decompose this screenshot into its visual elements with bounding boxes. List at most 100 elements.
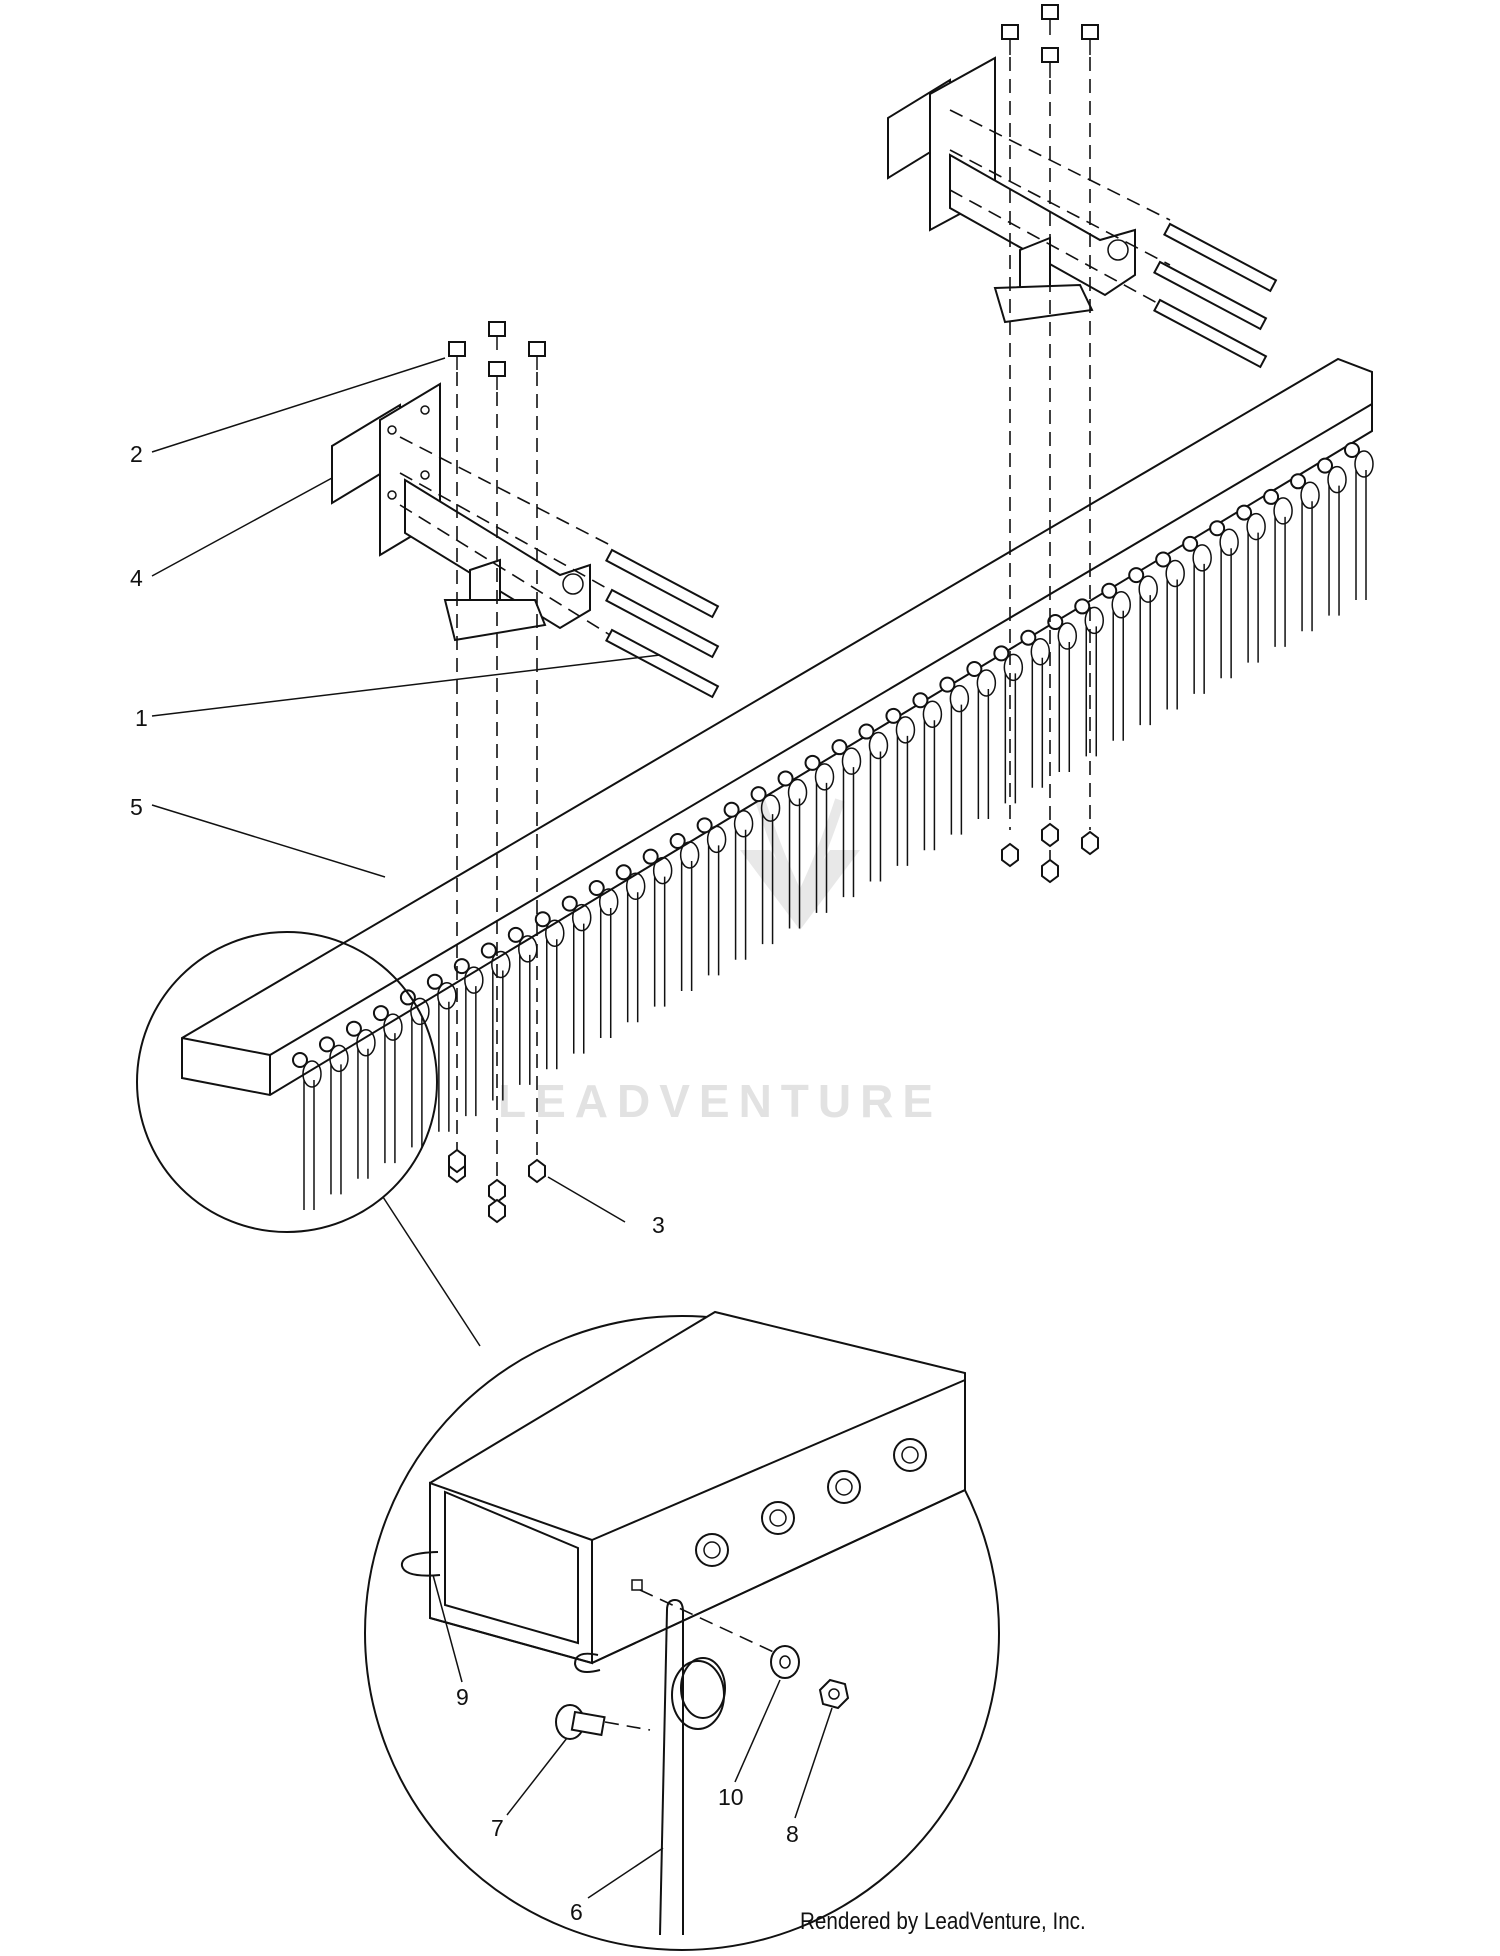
tine-row bbox=[292, 442, 1374, 1210]
right-long-bolts bbox=[949, 109, 1278, 369]
tine-bolt bbox=[1209, 520, 1226, 537]
tine-coil bbox=[1084, 606, 1105, 635]
tine-bolt bbox=[1020, 629, 1037, 646]
tine-coil bbox=[1057, 622, 1078, 650]
detail-circle-large bbox=[364, 1310, 1000, 1951]
left-long-bolts bbox=[399, 436, 720, 699]
tine-bolt bbox=[723, 801, 740, 818]
tine-coil bbox=[356, 1028, 376, 1057]
tine-bolt bbox=[292, 1052, 308, 1068]
tine-bolt bbox=[453, 958, 470, 975]
callout-10: 10 bbox=[718, 1784, 744, 1810]
tine-bolt bbox=[399, 989, 416, 1006]
tine-coil bbox=[625, 872, 646, 901]
tine-bolt bbox=[1344, 442, 1360, 458]
tine-coil bbox=[841, 747, 862, 775]
tine-bolt bbox=[1047, 614, 1064, 631]
tine-coil bbox=[706, 825, 727, 854]
right-carriage-bolts bbox=[1001, 4, 1099, 860]
tine-coil bbox=[571, 903, 592, 932]
tine-bolt bbox=[885, 707, 902, 724]
tine-bolt bbox=[615, 864, 632, 881]
tine-bolt bbox=[318, 1036, 335, 1053]
tine-bolt bbox=[858, 723, 875, 740]
tine-coil bbox=[1003, 653, 1024, 682]
tine-bolt bbox=[993, 645, 1010, 662]
tine-bolt bbox=[1182, 535, 1199, 552]
callout-6: 6 bbox=[570, 1899, 583, 1925]
tine-bolt bbox=[1236, 504, 1253, 521]
tine-coil bbox=[760, 794, 781, 822]
tine-bolt bbox=[561, 895, 578, 912]
tine-coil bbox=[329, 1044, 349, 1073]
tine-bolt bbox=[1263, 488, 1280, 505]
tine-coil bbox=[814, 763, 835, 791]
tine-coil bbox=[1327, 465, 1347, 494]
tine-bolt bbox=[939, 676, 956, 693]
tine-bolt bbox=[669, 833, 686, 850]
tine-coil bbox=[545, 919, 565, 947]
callout-7: 7 bbox=[491, 1815, 504, 1841]
tine-coil bbox=[652, 856, 673, 885]
tine-bolt bbox=[507, 926, 524, 943]
callout-1: 1 bbox=[135, 705, 148, 731]
tine-bolt bbox=[831, 739, 848, 756]
tine-bolt bbox=[534, 911, 551, 928]
tine-bolt bbox=[1317, 457, 1334, 474]
tine-bolt bbox=[1155, 551, 1172, 568]
callout-9: 9 bbox=[456, 1684, 469, 1710]
tine-coil bbox=[922, 700, 943, 729]
tine-coil bbox=[1273, 497, 1293, 525]
rendered-by-footer: Rendered by LeadVenture, Inc. bbox=[800, 1908, 1086, 1935]
main-bar bbox=[181, 357, 1373, 1097]
tine-bolt bbox=[588, 879, 605, 896]
tine-bolt bbox=[1074, 598, 1091, 615]
tine-bolt bbox=[1101, 582, 1118, 599]
tine-bolt bbox=[1290, 473, 1307, 490]
tine-bolt bbox=[480, 942, 497, 959]
tine-coil bbox=[1165, 559, 1185, 588]
lock-nuts bbox=[448, 822, 1099, 1224]
callout-5: 5 bbox=[130, 794, 143, 820]
tine-coil bbox=[895, 716, 916, 744]
tine-bolt bbox=[912, 692, 929, 709]
tine-bolt bbox=[1128, 567, 1145, 584]
watermark-text: LEADVENTURE bbox=[498, 1075, 942, 1127]
tine-bolt bbox=[426, 973, 443, 990]
tine-coil bbox=[868, 731, 889, 760]
tine-coil bbox=[410, 997, 430, 1026]
callout-4: 4 bbox=[130, 565, 143, 591]
callout-3: 3 bbox=[652, 1212, 665, 1238]
tine-coil bbox=[598, 888, 619, 916]
tine-bolt bbox=[966, 660, 983, 677]
detail-leader-lines bbox=[432, 1574, 833, 1899]
tine-bolt bbox=[642, 848, 659, 865]
left-carriage-bolts bbox=[448, 321, 546, 1195]
tine-coil bbox=[1111, 591, 1131, 619]
tine-coil bbox=[679, 841, 700, 869]
tine-coil bbox=[1192, 544, 1212, 572]
tine-bolt bbox=[345, 1020, 362, 1037]
tine-coil bbox=[733, 809, 754, 838]
callout-2: 2 bbox=[130, 441, 143, 467]
tine-coil bbox=[464, 966, 484, 994]
right-mount-bracket bbox=[887, 56, 1136, 324]
tine-coil bbox=[302, 1060, 322, 1088]
tine-bolt bbox=[372, 1005, 389, 1022]
tine-coil bbox=[1138, 575, 1158, 603]
tine-coil bbox=[1219, 528, 1239, 556]
leader-lines bbox=[151, 357, 661, 1223]
left-mount-bracket bbox=[331, 382, 591, 642]
tine-coil bbox=[1246, 512, 1266, 541]
tine-bolt bbox=[696, 817, 713, 834]
tine-coil bbox=[976, 669, 997, 697]
callout-8: 8 bbox=[786, 1821, 799, 1847]
tine-coil bbox=[1354, 450, 1374, 478]
tine-coil bbox=[787, 778, 808, 807]
tine-coil bbox=[383, 1013, 403, 1041]
tine-coil bbox=[437, 982, 457, 1010]
tine-bolt bbox=[804, 754, 821, 771]
tine-coil bbox=[1300, 481, 1320, 510]
tine-bolt bbox=[750, 786, 767, 803]
